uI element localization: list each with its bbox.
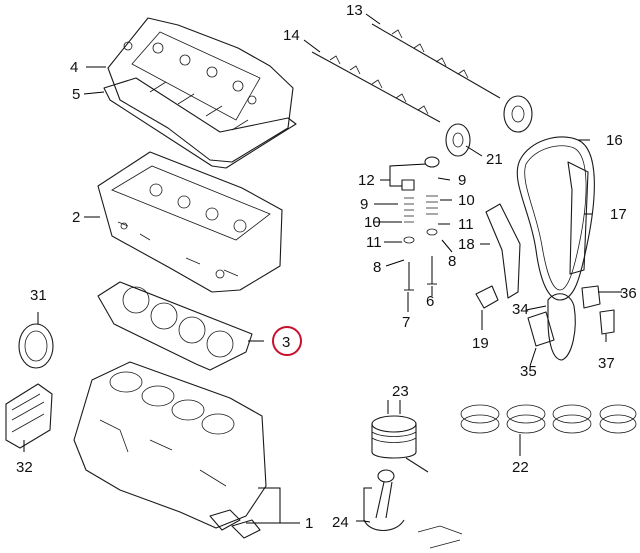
cam-sprockets	[445, 95, 533, 157]
callout-1: 1	[305, 515, 313, 532]
lower-chain	[547, 293, 576, 361]
callout-9a: 9	[458, 172, 466, 189]
chain-tensioner	[475, 285, 499, 309]
valve-cover	[107, 17, 294, 163]
seal-housing	[5, 383, 53, 449]
callout-6: 6	[426, 293, 434, 310]
callout-10a: 10	[458, 192, 475, 209]
valve-train	[401, 156, 440, 291]
callout-36: 36	[620, 285, 637, 302]
callout-14: 14	[283, 27, 300, 44]
callout-24: 24	[332, 514, 349, 531]
callout-7: 7	[402, 314, 410, 331]
rear-oil-seal	[18, 323, 54, 369]
callout-11b: 11	[366, 234, 382, 251]
chain-guide-right	[567, 161, 589, 275]
main-bearing-caps	[209, 509, 261, 539]
callout-21: 21	[486, 151, 503, 168]
callout-23: 23	[392, 383, 409, 400]
callout-32: 32	[16, 459, 33, 476]
leader-lines	[23, 13, 622, 524]
callout-13: 13	[346, 2, 363, 19]
head-gasket	[97, 281, 253, 371]
piston	[371, 415, 429, 473]
callout-16: 16	[606, 132, 623, 149]
valve-cover-gasket	[103, 77, 297, 169]
timing-chain	[516, 136, 595, 301]
callout-19: 19	[472, 335, 489, 352]
callout-34: 34	[512, 301, 529, 318]
connecting-rod	[363, 469, 463, 549]
callout-3: 3	[282, 334, 290, 351]
callout-22: 22	[512, 459, 529, 476]
callout-11a: 11	[458, 216, 474, 233]
lower-guides	[527, 285, 615, 347]
intake-camshaft	[311, 51, 441, 123]
cylinder-head	[97, 151, 283, 293]
callout-10b: 10	[364, 214, 381, 231]
chain-tensioner-arm	[485, 203, 521, 299]
callout-8b: 8	[448, 253, 456, 270]
piston-rings	[460, 404, 637, 434]
callout-12: 12	[358, 172, 375, 189]
callout-18: 18	[458, 236, 475, 253]
callout-4: 4	[70, 59, 78, 76]
callout-9b: 9	[360, 196, 368, 213]
callout-8a: 8	[373, 259, 381, 276]
exhaust-camshaft	[371, 23, 501, 99]
callout-5: 5	[72, 86, 80, 103]
callout-17: 17	[610, 206, 627, 223]
cylinder-block	[73, 361, 267, 529]
callout-37: 37	[598, 355, 615, 372]
callout-35: 35	[520, 363, 537, 380]
callout-31: 31	[30, 287, 47, 304]
callout-labels: 4 5 2 3 1 31 32 14 13 21 16 17 18 12 9 9…	[16, 2, 637, 532]
callout-2: 2	[72, 209, 80, 226]
highlight-ring	[272, 326, 302, 356]
